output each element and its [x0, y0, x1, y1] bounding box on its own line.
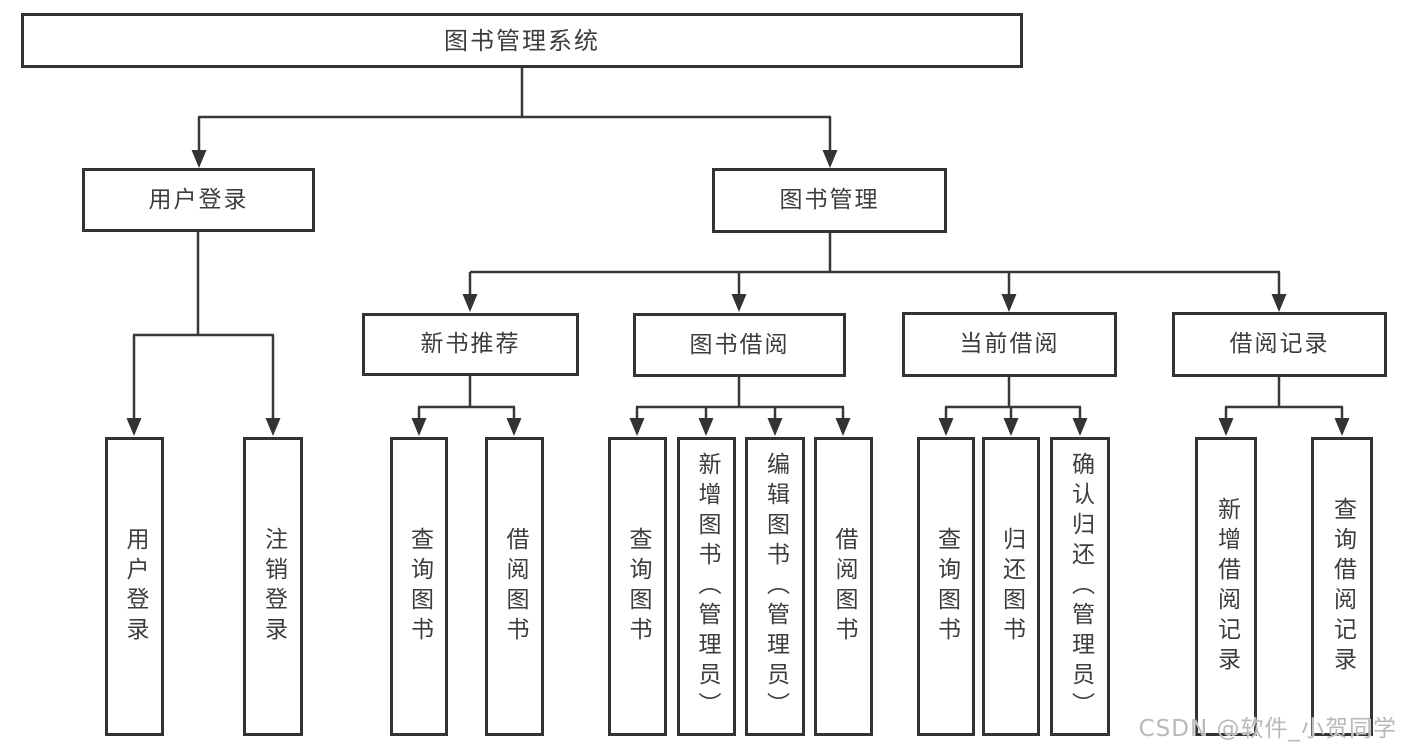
- leaf-query-books-1: 查询图书: [390, 437, 448, 736]
- node-label: 借阅记录: [1229, 331, 1330, 357]
- node-label: 图书管理: [779, 187, 880, 213]
- connector-book-borrow-children: [635, 376, 845, 422]
- node-user-login: 用户登录: [82, 168, 315, 232]
- node-label: 用户登录: [148, 186, 249, 213]
- arrowhead-icon: [835, 418, 851, 436]
- node-root: 图书管理系统: [21, 13, 1023, 68]
- node-label: 编辑图书（管理员）: [762, 451, 789, 722]
- node-label: 确认归还（管理员）: [1067, 451, 1094, 722]
- node-book-management: 图书管理: [712, 168, 947, 233]
- connector-borrow-records-children: [1224, 376, 1344, 422]
- leaf-add-borrow-record: 新增借阅记录: [1195, 437, 1257, 736]
- arrowhead-icon: [938, 418, 954, 436]
- arrowhead-icon: [629, 418, 645, 436]
- node-book-borrow: 图书借阅: [633, 313, 846, 377]
- arrowhead-icon: [1334, 418, 1350, 436]
- arrowhead-icon: [822, 150, 838, 168]
- leaf-query-borrow-record: 查询借阅记录: [1311, 437, 1373, 736]
- arrowhead-icon: [1218, 418, 1234, 436]
- node-label: 图书管理系统: [444, 26, 600, 55]
- leaf-return-books: 归还图书: [982, 437, 1040, 736]
- arrowhead-icon: [1001, 294, 1017, 312]
- connector-new-book-recommend-children: [417, 375, 516, 422]
- node-borrow-records: 借阅记录: [1172, 312, 1387, 377]
- leaf-logout: 注销登录: [243, 437, 303, 736]
- arrowhead-icon: [1003, 418, 1019, 436]
- connector-user-login-children: [132, 232, 275, 422]
- node-label: 当前借阅: [959, 331, 1060, 357]
- node-current-borrow: 当前借阅: [902, 312, 1117, 377]
- csdn-watermark: CSDN @软件_小贺同学: [1138, 716, 1397, 742]
- node-label: 借阅图书: [831, 526, 857, 647]
- node-label: 归还图书: [998, 526, 1025, 647]
- node-new-book-recommend: 新书推荐: [362, 313, 579, 376]
- node-label: 新增借阅记录: [1213, 496, 1240, 677]
- leaf-borrow-books-2: 借阅图书: [814, 437, 873, 736]
- node-label: 新书推荐: [420, 331, 521, 357]
- leaf-borrow-books-1: 借阅图书: [485, 437, 544, 736]
- leaf-edit-books-admin: 编辑图书（管理员）: [745, 437, 805, 736]
- arrowhead-icon: [126, 418, 142, 436]
- arrowhead-icon: [1072, 418, 1088, 436]
- node-label: 借阅图书: [502, 526, 528, 647]
- leaf-confirm-return-admin: 确认归还（管理员）: [1050, 437, 1110, 736]
- node-label: 查询图书: [933, 526, 960, 647]
- leaf-user-login: 用户登录: [105, 437, 164, 736]
- arrowhead-icon: [411, 418, 427, 436]
- arrowhead-icon: [506, 418, 522, 436]
- leaf-query-books-3: 查询图书: [917, 437, 975, 736]
- leaf-query-books-2: 查询图书: [608, 437, 667, 736]
- arrowhead-icon: [731, 294, 747, 312]
- connector-current-borrow-children: [944, 376, 1082, 422]
- node-label: 图书借阅: [689, 331, 790, 358]
- arrowhead-icon: [462, 294, 478, 312]
- node-label: 注销登录: [260, 526, 287, 647]
- node-label: 用户登录: [122, 526, 148, 647]
- node-label: 查询借阅记录: [1329, 496, 1356, 677]
- connector-root-to-level2: [197, 68, 832, 153]
- connector-book-management-children: [468, 233, 1281, 299]
- arrowhead-icon: [265, 418, 281, 436]
- arrowhead-icon: [1271, 294, 1287, 312]
- leaf-add-books-admin: 新增图书（管理员）: [677, 437, 736, 736]
- node-label: 新增图书（管理员）: [694, 451, 720, 722]
- node-label: 查询图书: [625, 526, 651, 647]
- node-label: 查询图书: [406, 526, 433, 647]
- arrowhead-icon: [698, 418, 714, 436]
- arrowhead-icon: [767, 418, 783, 436]
- arrowhead-icon: [191, 150, 207, 168]
